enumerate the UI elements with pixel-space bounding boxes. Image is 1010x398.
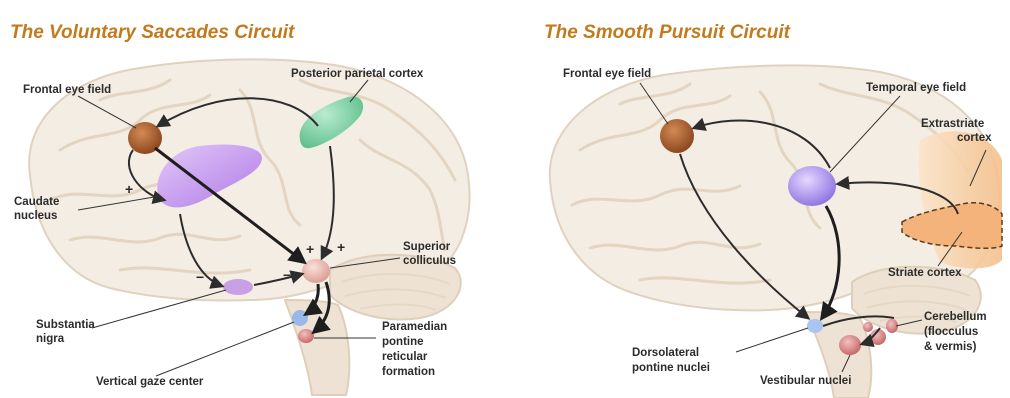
dorsolateral-pontine-nuclei-shape	[807, 319, 823, 333]
label-posterior-parietal-cortex: Posterior parietal cortex	[291, 68, 424, 80]
sign-caudate-to-nigra: −	[196, 269, 204, 285]
left-panel: The Voluntary Saccades Circuit	[10, 22, 470, 395]
sign-nigra-to-colliculus: −	[283, 267, 291, 283]
right-panel-title: The Smooth Pursuit Circuit	[544, 22, 791, 43]
temporal-eye-field-shape	[788, 166, 836, 206]
leader-dorsolateral	[736, 328, 808, 352]
label-substantia-nigra: Substantia nigra	[36, 319, 98, 345]
label-ppRF: Paramedian pontine reticular formation	[382, 321, 450, 378]
leader-vertical-gaze	[156, 322, 294, 376]
right-panel: The Smooth Pursuit Circuit	[544, 22, 1002, 398]
sign-parietal-to-colliculus: +	[337, 239, 345, 255]
label-dorsolateral-pontine-nuclei: Dorsolateral pontine nuclei	[632, 347, 710, 374]
vestibular-nuclei-shape	[839, 335, 861, 355]
sign-fef-to-colliculus: +	[306, 241, 314, 257]
cerebellum-nucleus-c	[863, 322, 873, 332]
ppRF-shape	[298, 329, 314, 343]
superior-colliculus-shape	[302, 259, 330, 283]
label-temporal-eye-field: Temporal eye field	[866, 82, 966, 94]
vertical-gaze-center-shape	[292, 310, 308, 326]
sign-fef-to-caudate: +	[125, 181, 133, 197]
label-cerebellum: Cerebellum (flocculus & vermis)	[924, 311, 990, 353]
right-frontal-eye-field-shape	[660, 119, 694, 153]
label-left-frontal-eye-field: Frontal eye field	[23, 84, 111, 96]
substantia-nigra-shape	[223, 279, 253, 295]
label-vestibular-nuclei: Vestibular nuclei	[760, 375, 851, 387]
label-right-frontal-eye-field: Frontal eye field	[563, 68, 651, 80]
left-panel-title: The Voluntary Saccades Circuit	[10, 22, 295, 43]
label-vertical-gaze-center: Vertical gaze center	[96, 376, 204, 388]
label-striate-cortex: Striate cortex	[888, 267, 962, 279]
